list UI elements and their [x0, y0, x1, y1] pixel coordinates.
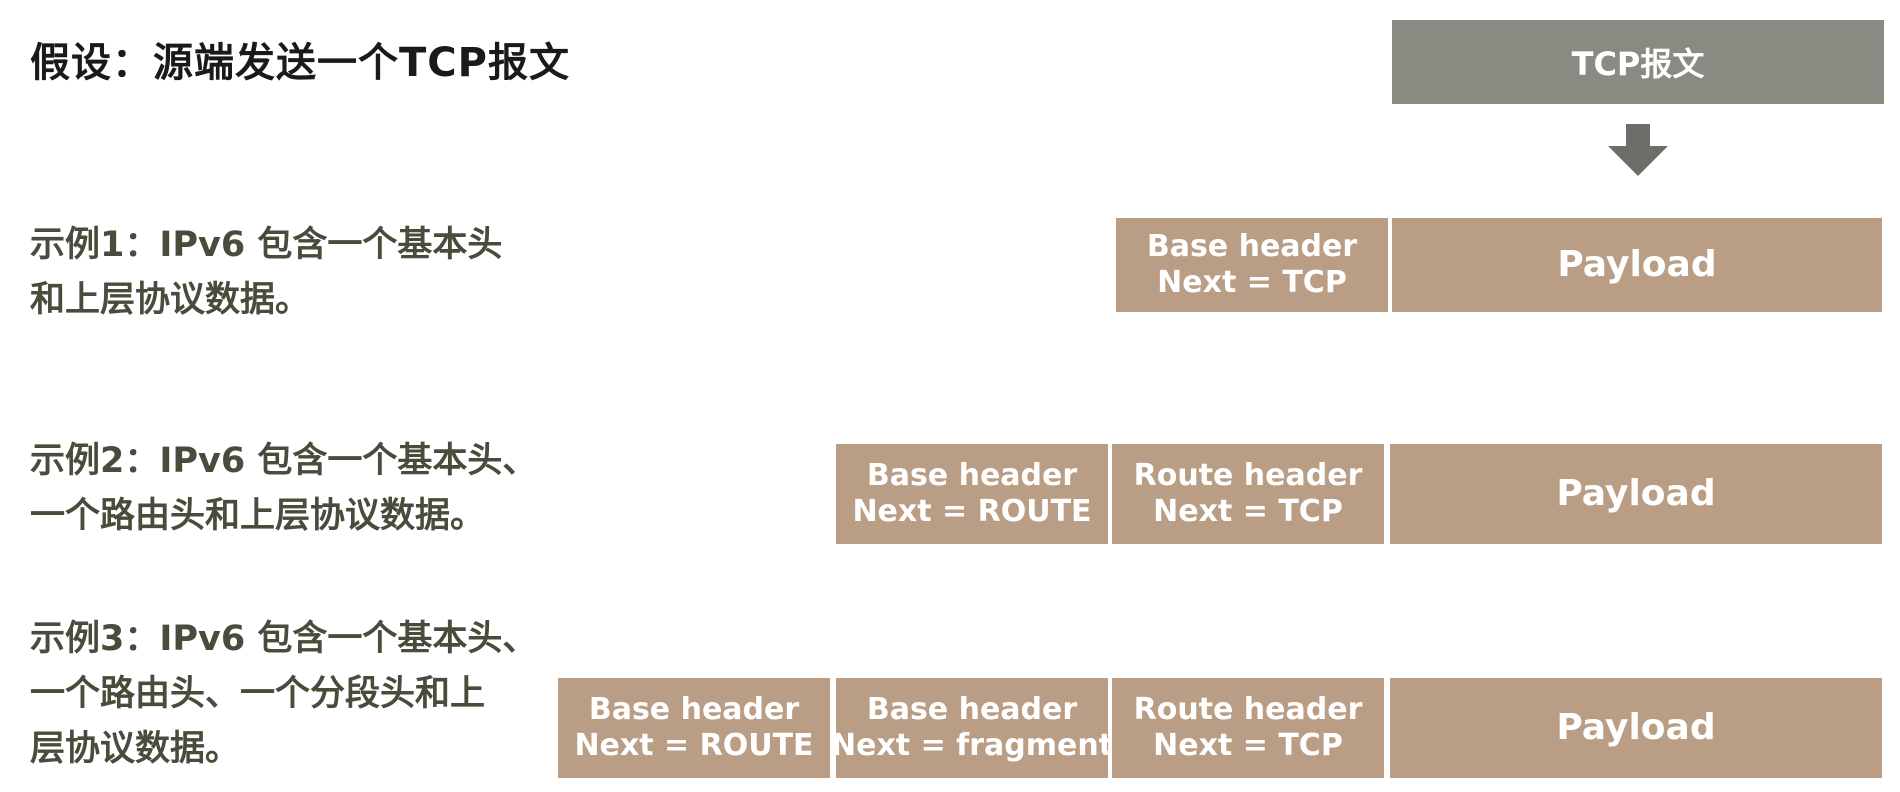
example-1-description: 示例1：IPv6 包含一个基本头 和上层协议数据。: [30, 218, 502, 328]
cell-line: Base header: [866, 458, 1078, 493]
cell-line: Base header: [1146, 229, 1358, 264]
example-3-packet: Base header Next = ROUTE Base header Nex…: [0, 678, 1900, 778]
route-header-cell: Route header Next = TCP: [1112, 678, 1384, 778]
base-header-cell: Base header Next = ROUTE: [836, 444, 1108, 544]
cell-line: Next = TCP: [1153, 494, 1343, 529]
cell-line: Payload: [1557, 244, 1717, 285]
down-arrow-icon: [1608, 124, 1668, 176]
description-line: 层协议数据。: [30, 729, 241, 769]
description-line: 示例1：IPv6 包含一个基本头: [30, 225, 503, 265]
cell-line: Next = TCP: [1157, 265, 1347, 300]
cell-line: Route header: [1133, 692, 1363, 727]
cell-line: Base header: [866, 692, 1078, 727]
description-line: 示例2：IPv6 包含一个基本头、: [30, 441, 538, 481]
cell-line: Next = TCP: [1153, 728, 1343, 763]
cell-line: Next = ROUTE: [574, 728, 814, 763]
example-1-packet: Base header Next = TCP Payload: [0, 218, 1900, 312]
description-line: 一个路由头和上层协议数据。: [30, 496, 486, 536]
route-header-cell: Route header Next = TCP: [1112, 444, 1384, 544]
payload-cell: Payload: [1392, 218, 1882, 312]
base-header-cell: Base header Next = ROUTE: [558, 678, 830, 778]
page-title: 假设：源端发送一个TCP报文: [30, 40, 570, 86]
example-2-description: 示例2：IPv6 包含一个基本头、 一个路由头和上层协议数据。: [30, 434, 537, 544]
tcp-segment-box: TCP报文: [1392, 20, 1884, 104]
example-3-description: 示例3：IPv6 包含一个基本头、 一个路由头、一个分段头和上 层协议数据。: [30, 612, 537, 777]
base-header-cell: Base header Next = TCP: [1116, 218, 1388, 312]
payload-cell: Payload: [1390, 678, 1882, 778]
cell-line: Payload: [1556, 707, 1716, 748]
cell-line: Next = ROUTE: [852, 494, 1092, 529]
cell-line: Next = fragment: [830, 728, 1114, 763]
description-line: 示例3：IPv6 包含一个基本头、: [30, 619, 538, 659]
cell-line: Payload: [1556, 473, 1716, 514]
description-line: 和上层协议数据。: [30, 280, 311, 320]
tcp-segment-label: TCP报文: [1571, 45, 1705, 83]
cell-line: Route header: [1133, 458, 1363, 493]
description-line: 一个路由头、一个分段头和上: [30, 674, 486, 714]
fragment-header-cell: Base header Next = fragment: [831, 678, 1113, 778]
payload-cell: Payload: [1390, 444, 1882, 544]
example-2-packet: Base header Next = ROUTE Route header Ne…: [0, 444, 1900, 544]
cell-line: Base header: [588, 692, 800, 727]
